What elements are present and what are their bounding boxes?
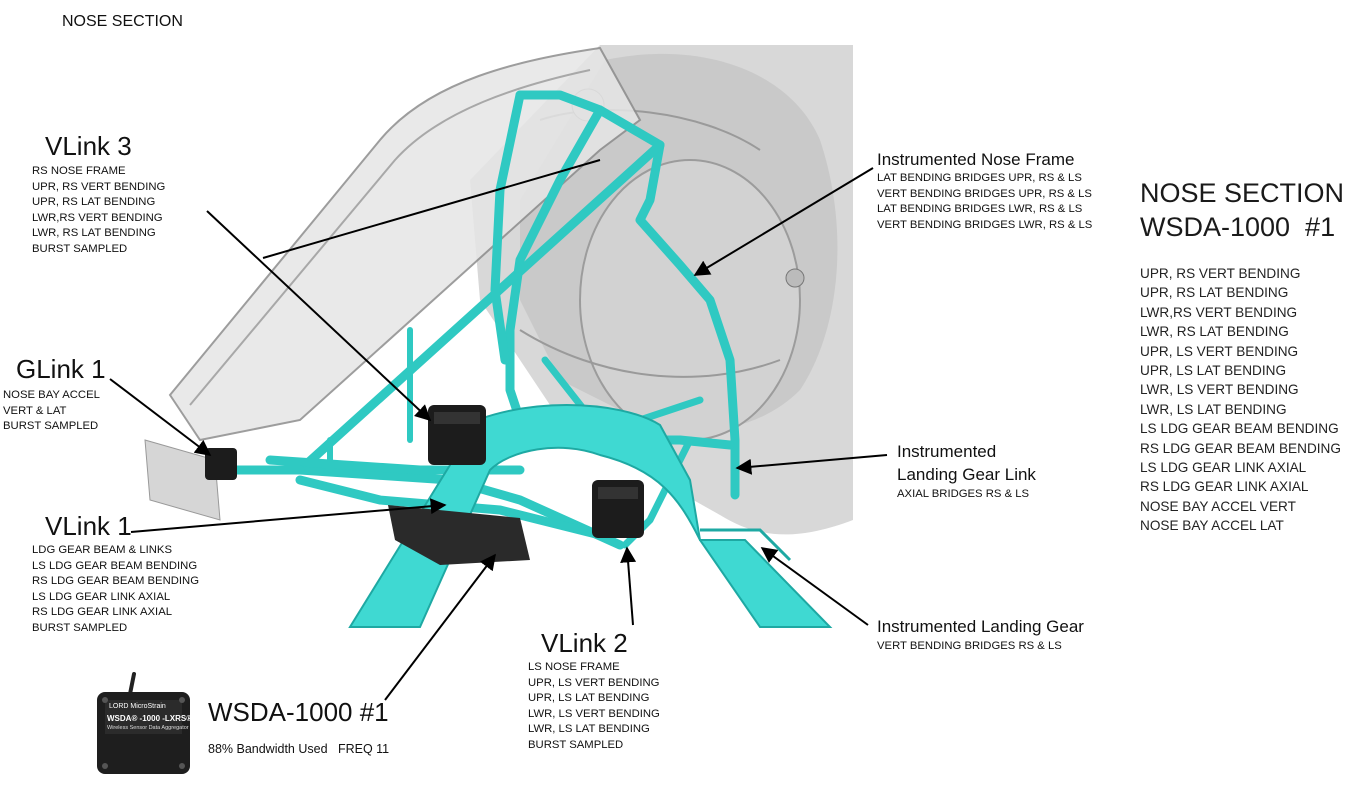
callout-nose-frame-title: Instrumented Nose Frame [877,150,1075,169]
list-item: UPR, LS LAT BENDING [528,692,650,705]
list-item: VERT & LAT [3,404,67,417]
callout-gear-link-title-1: Instrumented [897,442,997,461]
list-item: UPR, LS VERT BENDING [1140,343,1299,359]
callout-vlink3-title: VLink 3 [45,131,132,161]
list-item: RS NOSE FRAME [32,165,126,177]
list-item: RS LDG GEAR LINK AXIAL [32,606,173,619]
list-item: NOSE BAY ACCEL [3,389,100,401]
callout-wsda-subtitle: 88% Bandwidth Used FREQ 11 [208,742,390,756]
wsda-device-icon [97,672,190,774]
list-item: LS LDG GEAR LINK AXIAL [32,590,171,603]
summary-title-2: WSDA-1000 #1 [1140,212,1336,242]
callout-vlink2-title: VLink 2 [541,628,628,658]
list-item: UPR, LS VERT BENDING [528,676,660,689]
callout-landing-gear-line: VERT BENDING BRIDGES RS & LS [877,640,1062,652]
page-title: NOSE SECTION [62,13,183,30]
arrow-vlink2 [620,546,637,626]
arrow-gear-link [735,454,888,475]
list-item: UPR, RS VERT BENDING [32,180,166,193]
arrow-wsda [384,553,496,701]
callout-gear-link-line: AXIAL BRIDGES RS & LS [897,488,1030,500]
callout-nose-frame-lines: LAT BENDING BRIDGES UPR, RS & LS VERT BE… [877,171,1092,233]
list-item: LWR,RS VERT BENDING [32,211,163,224]
list-item: LS LDG GEAR BEAM BENDING [32,559,198,572]
device-brand: LORD MicroStrain [109,703,166,710]
arrow-glink1 [109,378,212,456]
list-item: BURST SAMPLED [528,738,624,751]
arrow-vlink3-b [262,159,601,259]
device-model: WSDA® -1000 -LXRS® [107,714,193,723]
list-item: UPR, RS LAT BENDING [32,196,156,209]
list-item: RS LDG GEAR BEAM BENDING [32,575,199,588]
list-item: VERT BENDING BRIDGES UPR, RS & LS [877,187,1092,200]
list-item: BURST SAMPLED [3,420,99,433]
callout-wsda-title: WSDA-1000 #1 [208,697,389,727]
callout-landing-gear-title: Instrumented Landing Gear [877,617,1084,636]
callout-vlink3-lines: RS NOSE FRAME UPR, RS VERT BENDING UPR, … [32,164,165,258]
sensor-glink1-node [205,448,237,480]
list-item: NOSE BAY ACCEL LAT [1140,518,1284,534]
list-item: LAT BENDING BRIDGES LWR, RS & LS [877,203,1083,216]
arrow-landing-gear [760,547,869,626]
list-item: RS LDG GEAR BEAM BENDING [1140,440,1341,456]
list-item: LWR,RS VERT BENDING [1140,304,1298,320]
arrow-vlink1 [130,498,447,533]
list-item: LWR, LS LAT BENDING [528,723,650,736]
summary-channel-list: UPR, RS VERT BENDING UPR, RS LAT BENDING… [1140,264,1341,536]
sensor-vlink2-node [592,480,644,538]
callout-glink1-title: GLink 1 [16,354,106,384]
list-item: UPR, RS LAT BENDING [1140,285,1289,301]
callout-vlink3: VLink 3 [45,131,132,161]
list-item: LS LDG GEAR LINK AXIAL [1140,460,1307,476]
list-item: LS LDG GEAR BEAM BENDING [1140,421,1339,437]
arrow-vlink3 [206,210,432,422]
list-item: UPR, LS LAT BENDING [1140,363,1287,379]
callout-glink1-lines: NOSE BAY ACCEL VERT & LAT BURST SAMPLED [3,388,100,435]
sensor-vlink3-node [428,405,486,465]
callout-vlink1-lines: LDG GEAR BEAM & LINKS LS LDG GEAR BEAM B… [32,543,199,637]
list-item: BURST SAMPLED [32,242,128,255]
list-item: BURST SAMPLED [32,621,128,634]
list-item: LAT BENDING BRIDGES UPR, RS & LS [877,172,1082,184]
sensor-vlink1-plate [388,505,530,565]
list-item: LDG GEAR BEAM & LINKS [32,544,172,556]
list-item: NOSE BAY ACCEL VERT [1140,498,1296,514]
wsda-device-image: LORD MicroStrain WSDA® -1000 -LXRS® Wire… [97,672,193,774]
nose-frame-structure [220,90,740,550]
list-item: LWR, LS LAT BENDING [1140,401,1287,417]
callout-vlink2-lines: LS NOSE FRAME UPR, LS VERT BENDING UPR, … [528,660,660,754]
list-item: LS NOSE FRAME [528,661,620,673]
summary-title-1: NOSE SECTION [1140,178,1345,208]
list-item: RS LDG GEAR LINK AXIAL [1140,479,1309,495]
device-desc: Wireless Sensor Data Aggregator [107,725,189,731]
list-item: LWR, LS VERT BENDING [528,707,660,720]
callout-gear-link-title-2: Landing Gear Link [897,465,1036,484]
callout-vlink1-title: VLink 1 [45,511,132,541]
list-item: LWR, LS VERT BENDING [1140,382,1299,398]
arrow-nose-frame [693,167,874,276]
list-item: UPR, RS VERT BENDING [1140,266,1301,281]
list-item: LWR, RS LAT BENDING [32,227,156,240]
list-item: LWR, RS LAT BENDING [1140,324,1289,340]
list-item: VERT BENDING BRIDGES LWR, RS & LS [877,218,1093,231]
